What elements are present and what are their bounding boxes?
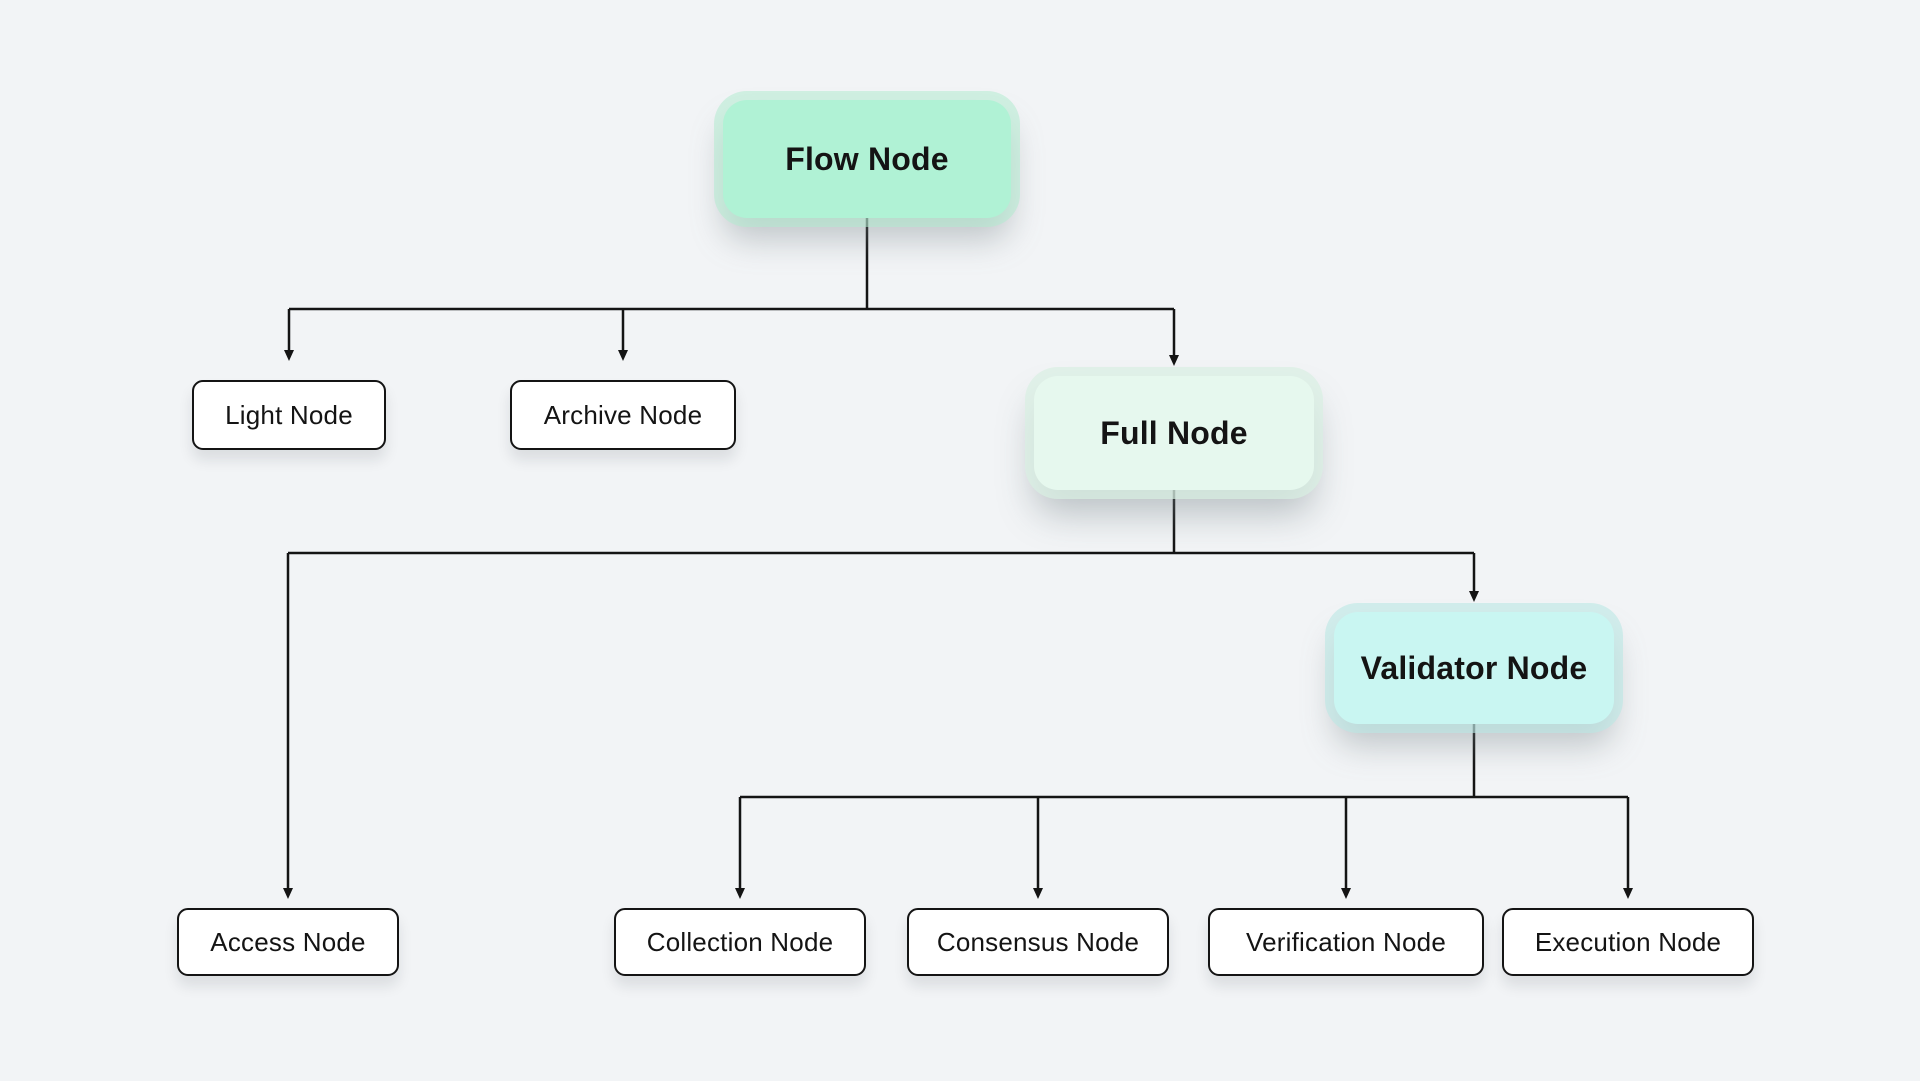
node-light-label: Light Node [225, 399, 353, 430]
node-verification-label: Verification Node [1246, 926, 1446, 957]
node-execution: Execution Node [1502, 908, 1754, 976]
node-full-label: Full Node [1100, 414, 1248, 451]
node-flow: Flow Node [723, 100, 1011, 218]
node-validator: Validator Node [1334, 612, 1614, 724]
node-collection: Collection Node [614, 908, 866, 976]
node-execution-label: Execution Node [1534, 926, 1722, 957]
node-flow-label: Flow Node [785, 140, 949, 177]
node-full: Full Node [1034, 376, 1314, 490]
node-access: Access Node [177, 908, 399, 976]
node-validator-label: Validator Node [1360, 649, 1588, 686]
node-archive-label: Archive Node [543, 399, 703, 430]
node-consensus: Consensus Node [907, 908, 1169, 976]
node-verification: Verification Node [1208, 908, 1484, 976]
node-consensus-label: Consensus Node [936, 926, 1140, 957]
node-collection-label: Collection Node [646, 926, 834, 957]
node-archive: Archive Node [510, 380, 736, 450]
node-access-label: Access Node [210, 926, 366, 957]
node-light: Light Node [192, 380, 386, 450]
